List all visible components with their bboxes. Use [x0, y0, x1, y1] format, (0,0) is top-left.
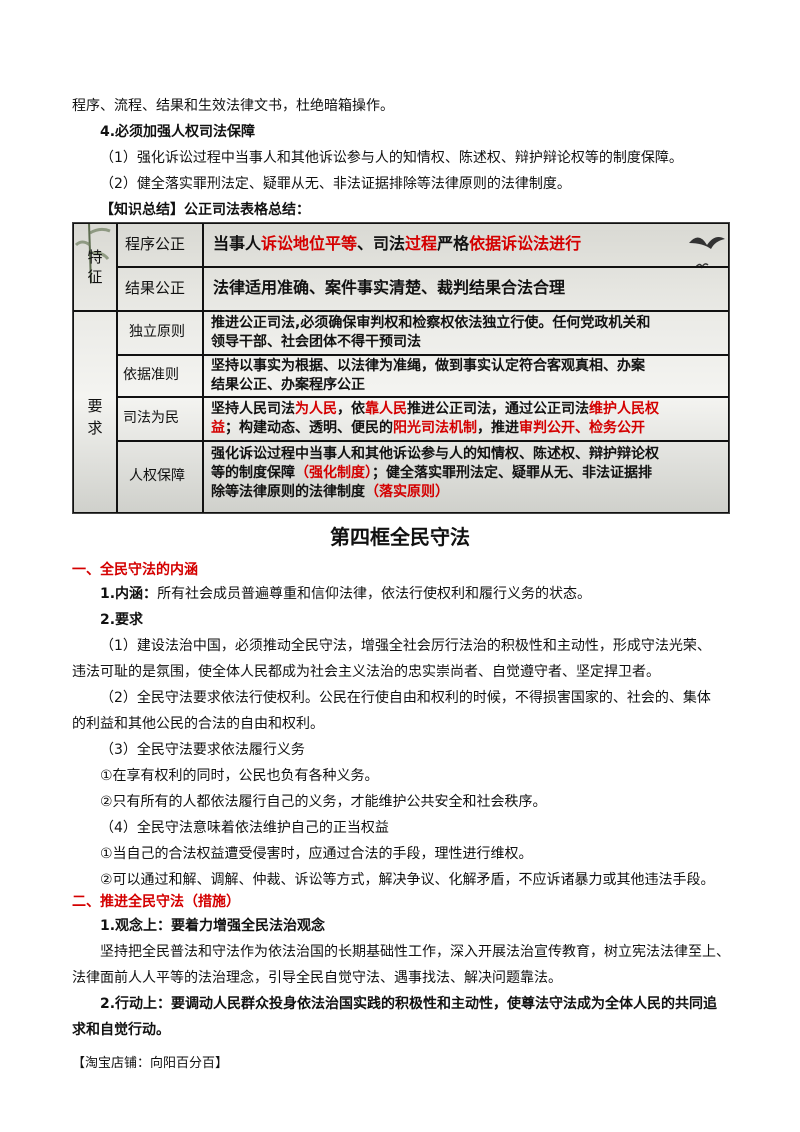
row-content-human-rights: 强化诉讼过程中当事人和其他诉讼参与人的知情权、陈述权、辩护辩论权等的制度保障（强…	[211, 446, 659, 500]
row-content-result-justice: 法律适用准确、案件事实清楚、裁判结果合法合理	[213, 278, 566, 297]
row-label-result-justice: 结果公正	[125, 279, 186, 297]
section-heading: 一、全民守法的内涵	[72, 562, 198, 578]
row-content-cell	[203, 441, 729, 513]
text-line: 程序、流程、结果和生效法律文书，杜绝暗箱操作。	[72, 98, 394, 114]
subheading: 1.观念上：要着力增强全民法治观念	[100, 918, 326, 934]
text-line: ①在享有权利的同时，公民也负有各种义务。	[100, 768, 379, 784]
text-line: 1.内涵：所有社会成员普遍尊重和信仰法律，依法行使权利和履行义务的状态。	[100, 586, 592, 602]
summary-table: 特征 要求 程序公正 当事人诉讼地位平等、司法过程严格依据诉讼法进行 结果公正 …	[72, 222, 730, 514]
group-cell-features	[73, 223, 117, 311]
row-content-procedural-justice: 当事人诉讼地位平等、司法过程严格依据诉讼法进行	[213, 234, 582, 253]
row-label-for-the-people: 司法为民	[123, 410, 179, 426]
text-line: 2.行动上：要调动人民群众投身依法治国实践的积极性和主动性，使尊法守法成为全体人…	[100, 996, 718, 1012]
row-label-cell	[117, 267, 203, 311]
text-line: 违法可耻的是氛围，使全体人民都成为社会主义法治的忠实崇尚者、自觉遵守者、坚定捍卫…	[72, 664, 660, 680]
group-label-features: 特征	[87, 248, 103, 286]
row-content-for-the-people: 坚持人民司法为人民，依靠人民推进公正司法，通过公正司法维护人民权益；构建动态、透…	[211, 401, 659, 436]
group-label-requirements: 要求	[87, 397, 103, 437]
text-line: （1）建设法治中国，必须推动全民守法，增强全社会厉行法治的积极性和主动性，形成守…	[100, 638, 711, 654]
summary-heading: 【知识总结】公正司法表格总结：	[100, 202, 310, 218]
row-label-independence: 独立原则	[129, 324, 185, 340]
row-label-cell	[117, 355, 203, 397]
text-line: （4）全民守法意味着依法维护自己的正当权益	[100, 820, 389, 836]
text-line: ①当自己的合法权益遭受侵害时，应通过合法的手段，理性进行维权。	[100, 846, 533, 862]
text-line: 的利益和其他公民的合法的自由和权利。	[72, 716, 324, 732]
text-line: （2）全民守法要求依法行使权利。公民在行使自由和权利的时候，不得损害国家的、社会…	[100, 690, 711, 706]
row-label-cell	[117, 311, 203, 355]
group-cell-requirements	[73, 311, 117, 513]
row-label-procedural-justice: 程序公正	[125, 235, 186, 253]
text-line: 求和自觉行动。	[72, 1022, 170, 1038]
section-heading: 二、推进全民守法（措施）	[72, 894, 240, 910]
bird-icon	[689, 237, 725, 249]
text-line: ②只有所有的人都依法履行自己的义务，才能维护公共安全和社会秩序。	[100, 794, 547, 810]
row-content-cell	[203, 223, 729, 267]
subheading: 4.必须加强人权司法保障	[100, 124, 256, 140]
row-label-human-rights: 人权保障	[129, 468, 185, 484]
text-line: （1）强化诉讼过程中当事人和其他诉讼参与人的知情权、陈述权、辩护辩论权等的制度保…	[100, 150, 683, 166]
row-content-basis: 坚持以事实为根据、以法律为准绳，做到事实认定符合客观真相、办案结果公正、办案程序…	[211, 358, 645, 393]
row-content-cell	[203, 397, 729, 441]
row-content-cell	[203, 355, 729, 397]
text-line: 法律面前人人平等的法治理念，引导全民自觉守法、遇事找法、解决问题靠法。	[72, 970, 562, 986]
text-line: 坚持把全民普法和守法作为依法治国的长期基础性工作，深入开展法治宣传教育，树立宪法…	[100, 944, 730, 960]
footer-shop-note: 【淘宝店铺：向阳百分百】	[72, 1056, 229, 1071]
section-title: 第四框全民守法	[330, 525, 470, 549]
row-content-independence: 推进公正司法,必须确保审判权和检察权依法独立行使。任何党政机关和领导干部、社会团…	[211, 315, 651, 350]
subheading: 2.要求	[100, 612, 144, 628]
row-label-basis: 依据准则	[123, 367, 179, 383]
row-content-cell	[203, 267, 729, 311]
row-label-cell	[117, 223, 203, 267]
row-label-cell	[117, 441, 203, 513]
text-line: （2）健全落实罪刑法定、疑罪从无、非法证据排除等法律原则的法律制度。	[100, 176, 571, 192]
bamboo-decoration-icon	[75, 223, 111, 283]
row-content-cell	[203, 311, 729, 355]
text-line: ②可以通过和解、调解、仲裁、诉讼等方式，解决争议、化解矛盾，不应诉诸暴力或其他违…	[100, 872, 715, 888]
text-line: （3）全民守法要求依法履行义务	[100, 742, 305, 758]
row-label-cell	[117, 397, 203, 441]
